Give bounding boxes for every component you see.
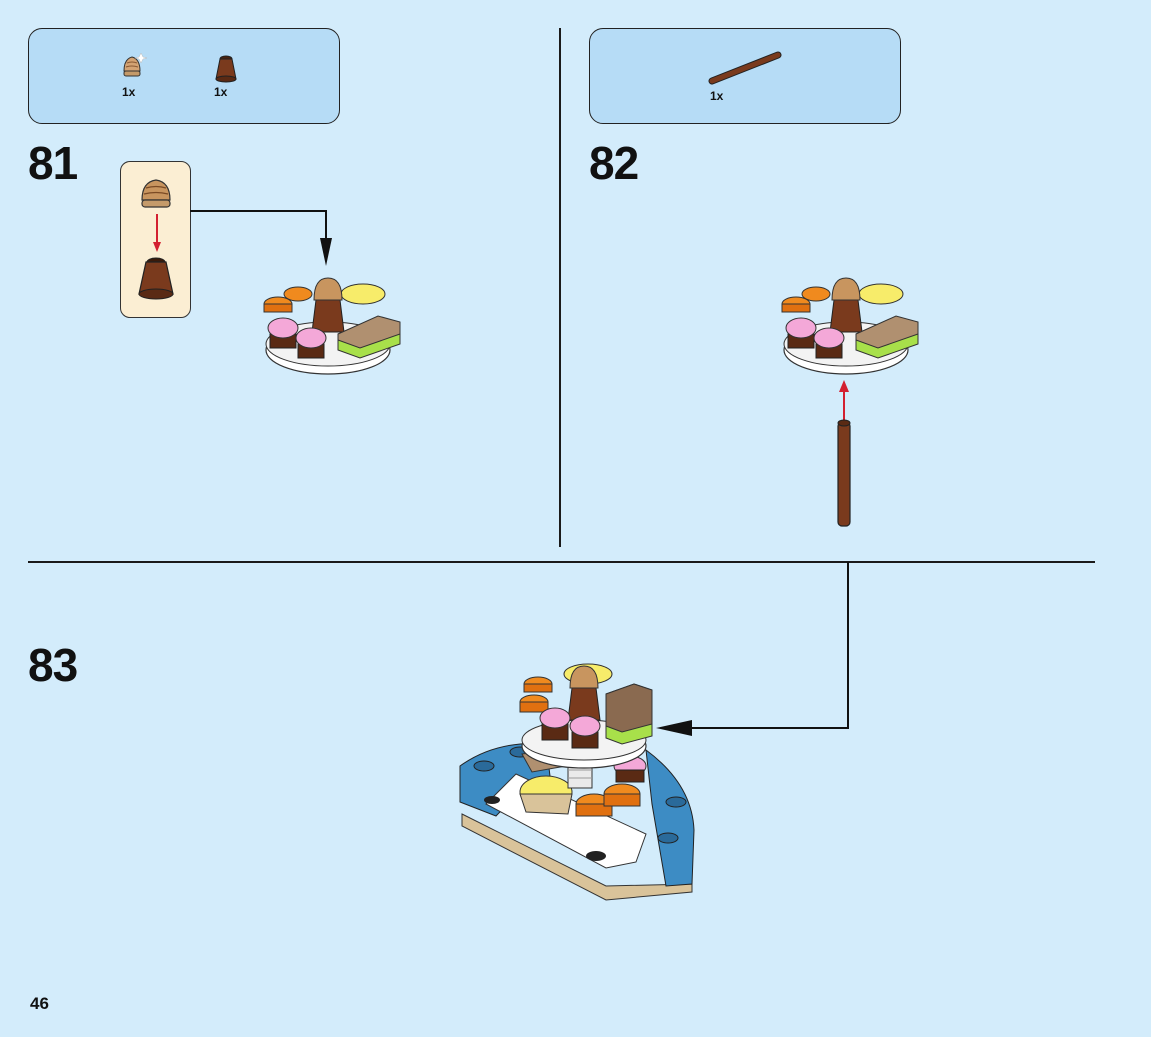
red-down-arrow xyxy=(153,214,161,252)
page-number: 46 xyxy=(30,994,49,1013)
step-81-number: 81 xyxy=(28,137,78,189)
brown-bar-icon xyxy=(708,51,782,85)
step-83-connector-arrow xyxy=(656,562,849,736)
step-81-parts-box: 1x 1x xyxy=(28,28,340,124)
tan-swirl-cone-icon xyxy=(141,179,171,208)
brown-bar-model xyxy=(837,419,851,527)
step-81-part-2-qty: 1x xyxy=(214,85,228,99)
step-81-subassembly-callout xyxy=(120,161,191,318)
step-81-connector-arrow xyxy=(190,210,332,266)
step-82-number: 82 xyxy=(589,137,639,189)
brown-cone-icon xyxy=(215,55,237,83)
step-83-number: 83 xyxy=(28,639,78,691)
red-up-arrow xyxy=(839,380,849,420)
brown-cone-icon xyxy=(138,257,174,300)
step-82-part-1-qty: 1x xyxy=(710,89,724,103)
step-82-dessert-tray-model xyxy=(781,277,919,375)
step-82-parts-box: 1x xyxy=(589,28,901,124)
horizontal-divider xyxy=(28,561,1095,563)
step-81-part-1-qty: 1x xyxy=(122,85,136,99)
step-81-dessert-tray-model xyxy=(263,277,401,375)
vertical-divider xyxy=(559,28,561,547)
step-83-cake-stand-model xyxy=(459,663,695,901)
tan-swirl-cone-icon xyxy=(123,52,148,77)
